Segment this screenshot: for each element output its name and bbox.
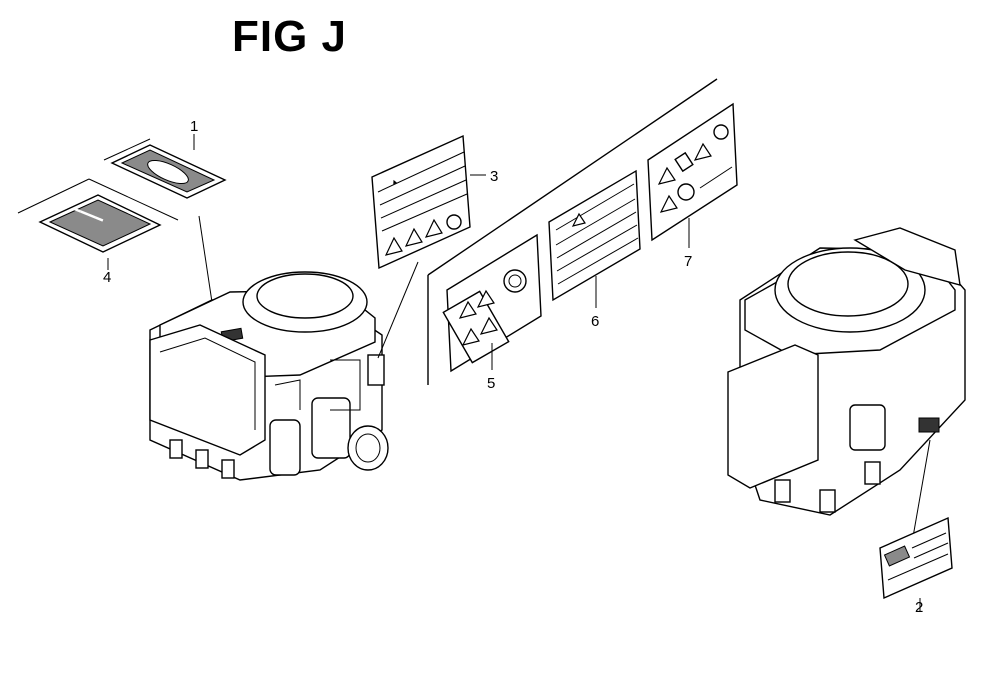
callout-2: 2 <box>915 599 923 616</box>
callout-4: 4 <box>103 269 111 286</box>
label-7-warning <box>647 102 738 242</box>
callout-7: 7 <box>684 253 692 270</box>
callout-5: 5 <box>487 375 495 392</box>
right-engine <box>727 227 966 516</box>
leader-2 <box>912 439 931 538</box>
callout-3: 3 <box>490 168 498 185</box>
label-3-warning: ▲ <box>371 134 471 270</box>
callout-1: 1 <box>190 118 198 135</box>
label-set-frame <box>427 78 718 385</box>
label-2-plate <box>879 516 953 600</box>
label-3-alert-icon: ▲ <box>390 178 399 187</box>
label-4-emblem: ▬▬▬▬ <box>17 178 179 253</box>
left-engine <box>149 271 389 481</box>
label-6-warning <box>548 169 641 302</box>
callout-6: 6 <box>591 313 599 330</box>
leader-3 <box>377 261 419 359</box>
label-1-emblem <box>103 138 227 199</box>
figure-title: FIG J <box>232 12 348 61</box>
